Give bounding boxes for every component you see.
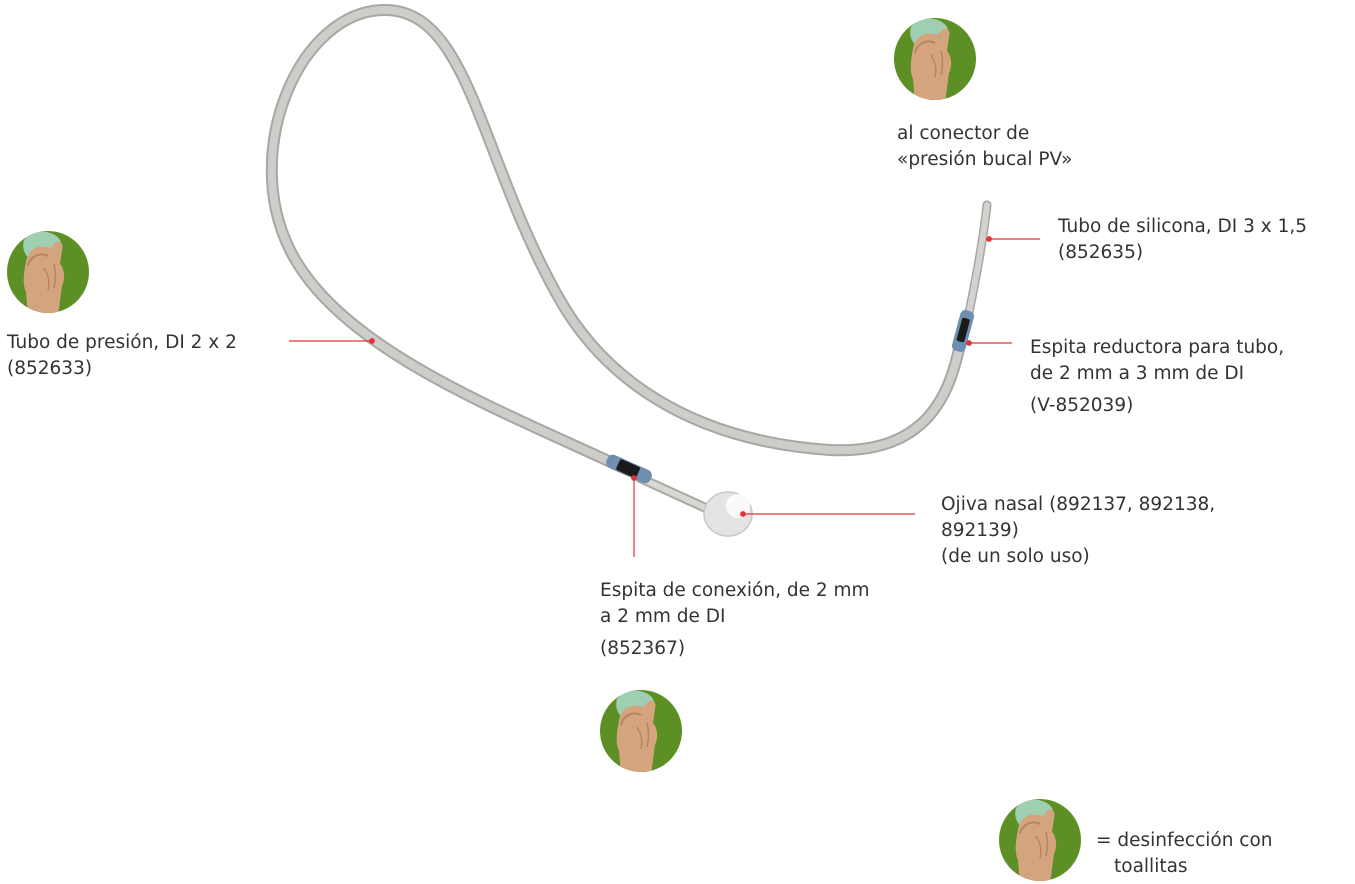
- nasal-tip-label: Ojiva nasal (892137, 892138, 892139) (de…: [941, 494, 1216, 567]
- connector-note-label: al conector de «presión bucal PV»: [897, 123, 1073, 170]
- silicone-tube-label: Tubo de silicona, DI 3 x 1,5 (852635): [1058, 216, 1308, 263]
- legend-disinfection-wipe-icon: [999, 799, 1081, 884]
- pressure-tube: [265, 3, 966, 476]
- reducer-spigot-label: Espita reductora para tubo, de 2 mm a 3 …: [1030, 337, 1285, 416]
- disinfection-wipe-icon: [894, 18, 976, 103]
- connection-spigot: [606, 454, 715, 515]
- leader-lines: [289, 236, 1040, 557]
- reducer-spigot: [951, 310, 975, 352]
- disinfection-wipe-icon: [600, 690, 682, 775]
- pressure-tube-label: Tubo de presión, DI 2 x 2 (852633): [7, 332, 237, 379]
- disinfection-wipe-icon: [7, 231, 89, 316]
- legend-label: = desinfección con toallitas: [1096, 830, 1273, 877]
- connection-spigot-label: Espita de conexión, de 2 mm a 2 mm de DI…: [600, 580, 870, 659]
- nasal-tip: [703, 491, 753, 537]
